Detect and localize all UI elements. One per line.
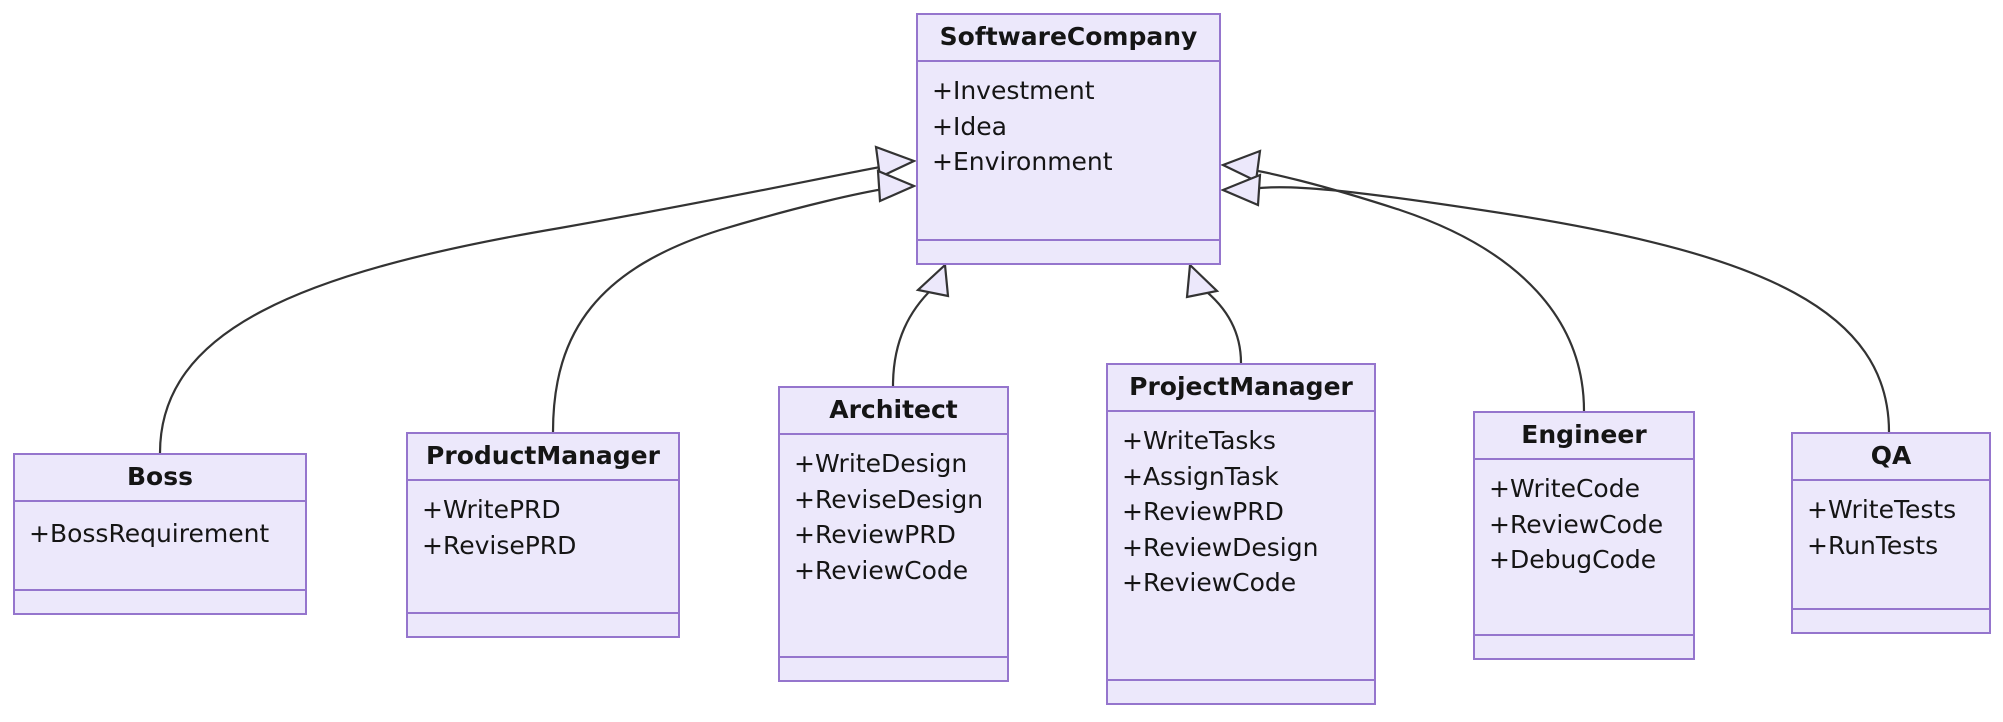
class-attributes-qa: +WriteTests +RunTests: [1793, 481, 1989, 610]
arrowhead-projectmanager: [1185, 262, 1220, 299]
class-node-softwarecompany[interactable]: SoftwareCompany +Investment +Idea +Envir…: [916, 13, 1221, 265]
class-methods-boss: [15, 591, 305, 613]
class-title-boss: Boss: [15, 455, 305, 502]
attribute-item: +DebugCode: [1489, 545, 1657, 574]
class-methods-softwarecompany: [918, 241, 1219, 263]
class-title-architect: Architect: [780, 388, 1007, 435]
class-title-qa: QA: [1793, 434, 1989, 481]
class-title-productmanager: ProductManager: [408, 434, 678, 481]
class-node-engineer[interactable]: Engineer +WriteCode +ReviewCode +DebugCo…: [1473, 411, 1695, 660]
attribute-item: +WriteTests: [1807, 495, 1957, 524]
attribute-item: +WriteCode: [1489, 474, 1640, 503]
class-methods-qa: [1793, 610, 1989, 632]
attribute-item: +Investment: [932, 76, 1095, 105]
attribute-item: +ReviewPRD: [794, 520, 956, 549]
class-node-projectmanager[interactable]: ProjectManager +WriteTasks +AssignTask +…: [1106, 363, 1376, 705]
class-methods-architect: [780, 658, 1007, 680]
class-node-boss[interactable]: Boss +BossRequirement: [13, 453, 307, 615]
attribute-item: +AssignTask: [1122, 461, 1279, 491]
class-attributes-productmanager: +WritePRD +RevisePRD: [408, 481, 678, 614]
arrowhead-boss: [874, 145, 917, 179]
attribute-item: +WritePRD: [422, 495, 561, 524]
attribute-item: +ReviewCode: [794, 555, 969, 585]
arrowhead-engineer: [1220, 149, 1262, 183]
edge-projectmanager-to-softwarecompany: [1201, 287, 1243, 364]
attribute-item: +ReviewCode: [1489, 509, 1664, 539]
class-attributes-softwarecompany: +Investment +Idea +Environment: [918, 62, 1219, 241]
attribute-item: +WriteTasks: [1122, 426, 1276, 455]
class-attributes-engineer: +WriteCode +ReviewCode +DebugCode: [1475, 460, 1693, 636]
arrowhead-architect: [915, 262, 950, 298]
edge-architect-to-softwarecompany: [891, 287, 934, 387]
attribute-item: +ReviewPRD: [1122, 497, 1284, 526]
class-title-projectmanager: ProjectManager: [1108, 365, 1374, 412]
attribute-item: +RevisePRD: [422, 530, 577, 560]
attribute-item: +Idea: [932, 111, 1007, 141]
attribute-item: +ReviewDesign: [1122, 532, 1319, 562]
class-attributes-architect: +WriteDesign +ReviseDesign +ReviewPRD +R…: [780, 435, 1007, 658]
class-title-softwarecompany: SoftwareCompany: [918, 15, 1219, 62]
attribute-item: +RunTests: [1807, 530, 1939, 560]
class-node-productmanager[interactable]: ProductManager +WritePRD +RevisePRD: [406, 432, 680, 638]
attribute-item: +BossRequirement: [29, 519, 270, 548]
class-title-engineer: Engineer: [1475, 413, 1693, 460]
attribute-item: +ReviewCode: [1122, 568, 1297, 597]
class-methods-productmanager: [408, 614, 678, 636]
class-methods-engineer: [1475, 636, 1693, 658]
arrowhead-productmanager: [876, 169, 917, 203]
class-attributes-projectmanager: +WriteTasks +AssignTask +ReviewPRD +Revi…: [1108, 412, 1374, 681]
class-node-architect[interactable]: Architect +WriteDesign +ReviseDesign +Re…: [778, 386, 1009, 682]
class-methods-projectmanager: [1108, 681, 1374, 703]
arrowhead-qa: [1220, 173, 1262, 207]
attribute-item: +Environment: [932, 147, 1113, 176]
class-node-qa[interactable]: QA +WriteTests +RunTests: [1791, 432, 1991, 634]
attribute-item: +WriteDesign: [794, 449, 968, 478]
attribute-item: +ReviseDesign: [794, 484, 984, 514]
class-attributes-boss: +BossRequirement: [15, 502, 305, 591]
